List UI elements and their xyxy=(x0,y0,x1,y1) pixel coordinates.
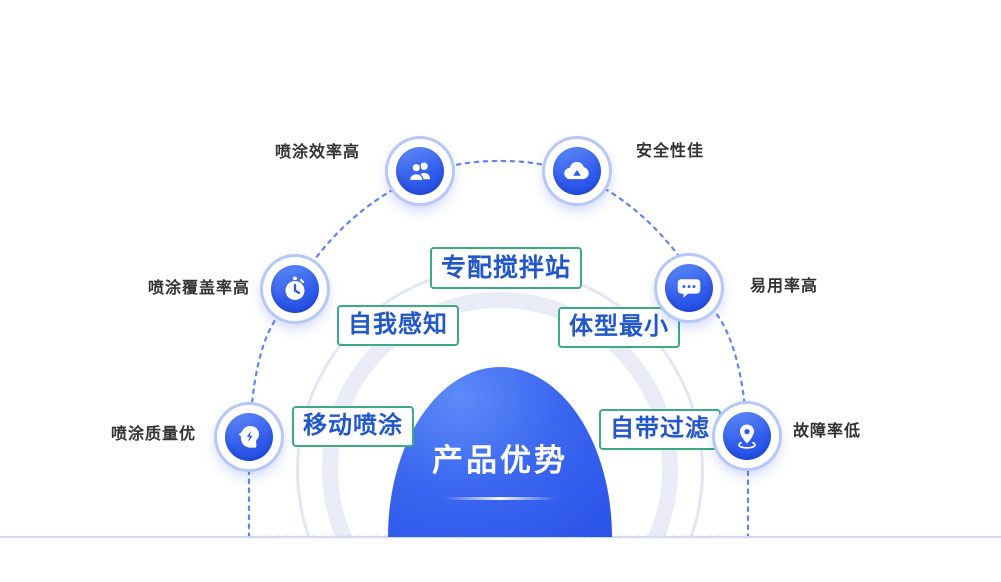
center-dome: 产品优势 xyxy=(388,367,612,537)
diagram-title: 产品优势 xyxy=(432,443,568,478)
smart-head-icon xyxy=(225,413,273,461)
cloud-icon xyxy=(553,147,601,195)
tag-mixing-station: 专配搅拌站 xyxy=(430,247,583,289)
feature-badge-safety xyxy=(545,139,609,203)
feature-badge-coverage xyxy=(263,257,327,321)
tag-smallest-size: 体型最小 xyxy=(558,307,680,348)
feature-label-safety: 安全性佳 xyxy=(636,143,705,160)
tag-self-awareness: 自我感知 xyxy=(337,305,459,346)
users-icon xyxy=(396,147,444,195)
tag-mobile-spraying: 移动喷涂 xyxy=(292,406,414,447)
feature-badge-reliability xyxy=(715,404,779,468)
feature-label-usability: 易用率高 xyxy=(750,278,819,295)
feature-label-efficiency: 喷涂效率高 xyxy=(274,144,360,161)
feature-badge-quality xyxy=(217,405,281,469)
timer-icon xyxy=(271,265,319,313)
location-pin-icon xyxy=(723,412,771,460)
feature-label-quality: 喷涂质量优 xyxy=(110,426,196,443)
shine-line xyxy=(444,497,556,500)
feature-badge-usability xyxy=(657,256,721,320)
feature-badge-efficiency xyxy=(388,139,452,203)
feature-label-reliability: 故障率低 xyxy=(793,423,862,440)
tag-builtin-filter: 自带过滤 xyxy=(599,409,721,450)
baseline-rule xyxy=(0,536,1001,538)
chat-icon xyxy=(665,264,713,312)
feature-label-coverage: 喷涂覆盖率高 xyxy=(147,280,250,297)
